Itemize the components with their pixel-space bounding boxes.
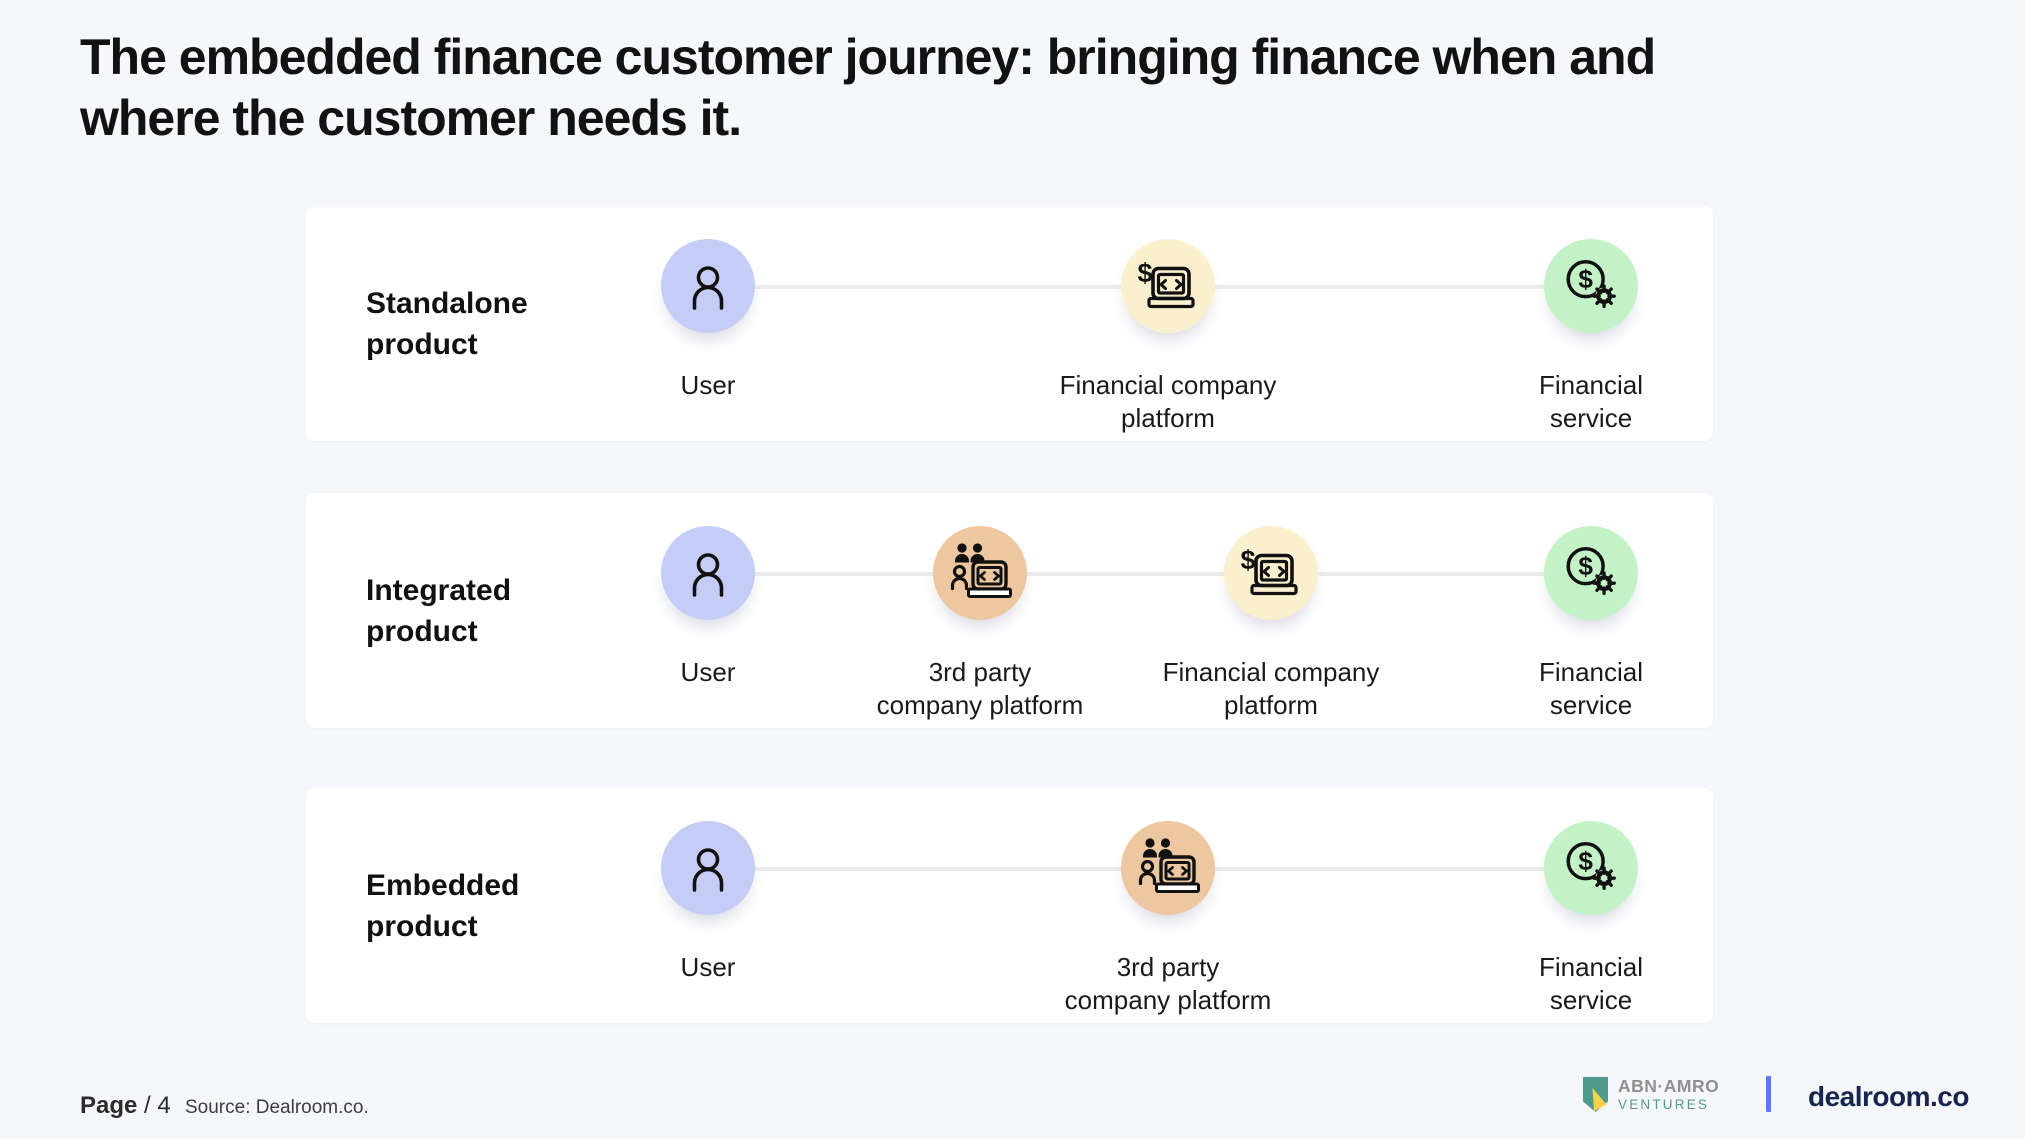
node-label: Financial service [1538, 952, 1644, 1015]
user-icon [692, 848, 724, 892]
user-icon-circle [661, 239, 755, 333]
financial-service-icon [1566, 841, 1617, 891]
node-label: User [680, 657, 736, 687]
row-label-standalone: Standalone product [366, 286, 528, 361]
node-label: User [680, 952, 736, 982]
financial-service-icon [1566, 259, 1617, 309]
financial-platform-icon-circle [1224, 526, 1318, 620]
node-label: User [680, 370, 736, 400]
financial-platform-icon-circle [1121, 239, 1215, 333]
node-label: 3rd party company platform [876, 657, 1084, 720]
node-label: Financial service [1538, 657, 1644, 720]
node-label: Financial service [1538, 370, 1644, 433]
card-standalone-product: Standalone product User Financial compan… [306, 206, 1713, 441]
node-user: User [578, 239, 838, 402]
user-icon-circle [661, 526, 755, 620]
financial-platform-icon [1239, 543, 1298, 596]
node-user: User [578, 821, 838, 984]
node-label: 3rd party company platform [1064, 952, 1272, 1015]
third-party-platform-icon [950, 541, 1012, 599]
user-icon [692, 266, 724, 310]
third-party-platform-icon [1138, 836, 1200, 894]
abn-ventures-wordmark: VENTURES [1618, 1097, 1710, 1112]
user-icon-circle [661, 821, 755, 915]
abn-amro-wordmark: ABN·AMRO [1618, 1076, 1720, 1096]
node-financial-company-platform: Financial company platform [1038, 239, 1298, 435]
third-party-platform-icon-circle [1121, 821, 1215, 915]
node-financial-service: Financial service [1461, 239, 1721, 435]
row-label-integrated: Integrated product [366, 573, 512, 648]
page-number: Page / 4 [80, 1092, 171, 1119]
financial-service-icon-circle [1544, 526, 1638, 620]
dealroom-logo: dealroom.co [1808, 1081, 1969, 1112]
abn-amro-shield-icon [1583, 1077, 1608, 1112]
node-financial-service: Financial service [1461, 821, 1721, 1017]
financial-service-icon [1566, 546, 1617, 596]
card-embedded-product: Embedded product User 3rd party company … [306, 788, 1713, 1023]
node-label: Financial company platform [1059, 370, 1277, 433]
source-note: Source: Dealroom.co. [185, 1097, 369, 1118]
node-financial-company-platform: Financial company platform [1141, 526, 1401, 722]
financial-platform-icon [1136, 256, 1195, 309]
node-financial-service: Financial service [1461, 526, 1721, 722]
financial-service-icon-circle [1544, 821, 1638, 915]
page-title-line1: The embedded finance customer journey: b… [80, 29, 1656, 85]
node-label: Financial company platform [1162, 657, 1380, 720]
page-title-line2: where the customer needs it. [80, 90, 742, 146]
third-party-platform-icon-circle [933, 526, 1027, 620]
financial-service-icon-circle [1544, 239, 1638, 333]
row-label-embedded: Embedded product [366, 868, 520, 943]
page-title: The embedded finance customer journey: b… [80, 27, 1900, 149]
node-user: User [578, 526, 838, 689]
card-integrated-product: Integrated product User 3rd party compan… [306, 493, 1713, 728]
node-third-party-platform: 3rd party company platform [1038, 821, 1298, 1017]
connector-line [708, 572, 1591, 576]
abn-amro-ventures-logo: ABN·AMRO VENTURES [1583, 1077, 1719, 1113]
footer-divider [1766, 1076, 1771, 1112]
node-third-party-platform: 3rd party company platform [850, 526, 1110, 722]
user-icon [692, 553, 724, 597]
